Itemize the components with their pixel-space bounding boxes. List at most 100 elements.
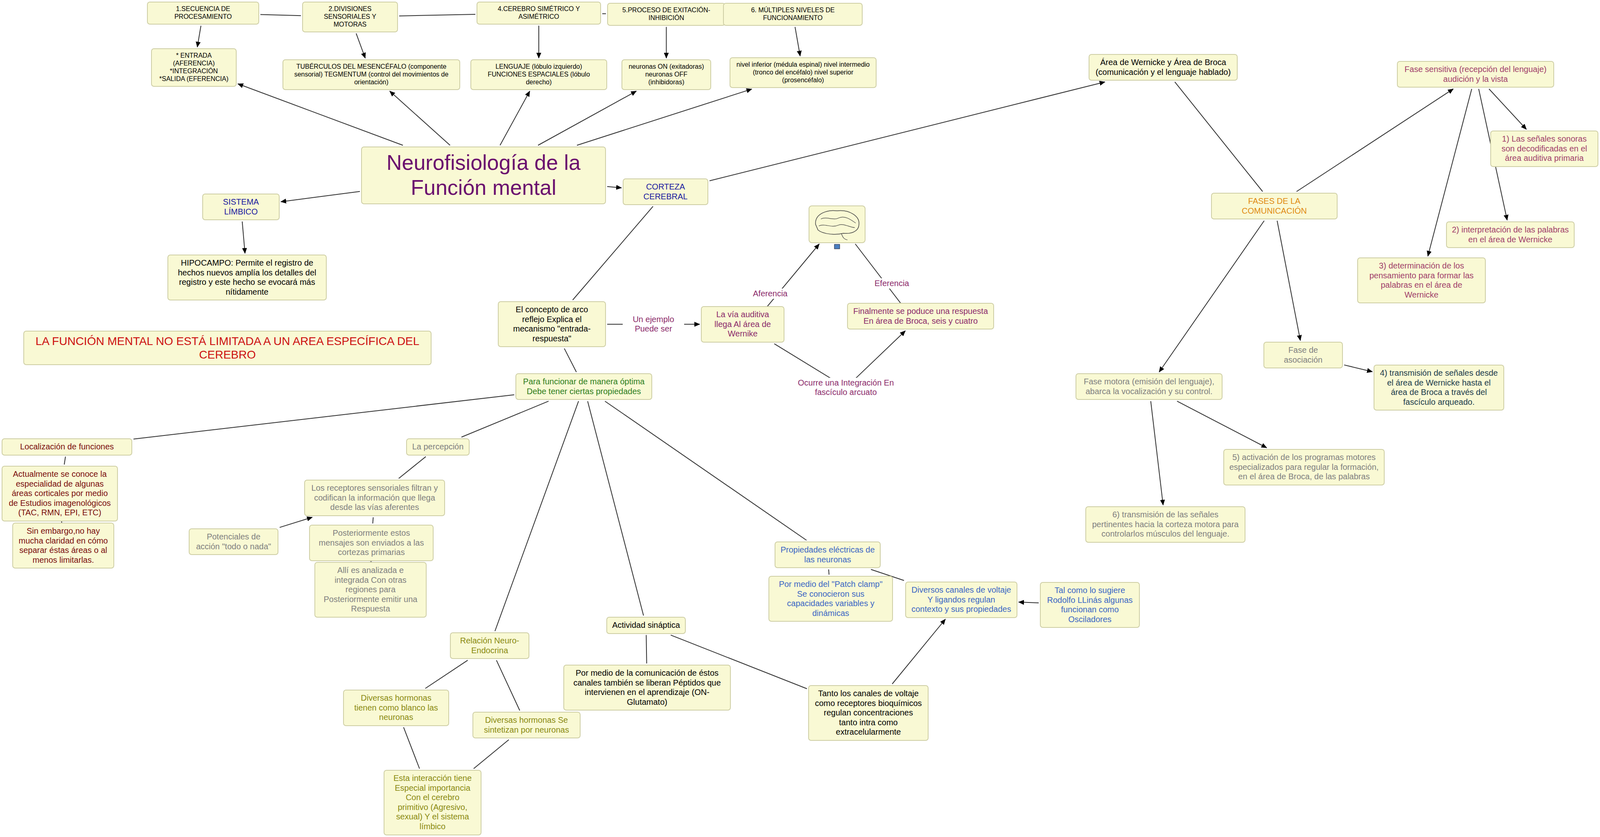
connector (403, 727, 420, 769)
concept-box: Para funcionar de manera óptima Debe ten… (515, 373, 653, 400)
concept-text: Tal como lo sugiere Rodolfo LLinás algun… (1045, 585, 1135, 625)
concept-box: Potenciales de acción "todo o nada" (188, 528, 279, 556)
concept-text: 2.DIVISIONES SENSORIALES Y MOTORAS (307, 5, 393, 29)
connector (260, 14, 301, 16)
link-label: Aferencia (751, 288, 790, 299)
connector (1296, 88, 1454, 192)
concept-text: FASES DE LA COMUNICACIÓN (1216, 196, 1332, 216)
connector (425, 660, 468, 689)
connector (499, 91, 530, 146)
concept-box: 6. MÚLTIPLES NIVELES DE FUNCIONAMIENTO (723, 2, 863, 26)
concept-text: Relación Neuro-Endocrina (455, 636, 524, 656)
concept-text: Fase motora (emisión del lenguaje), abar… (1081, 377, 1217, 397)
concept-box: Por medio del "Patch clamp" Se conociero… (768, 576, 893, 622)
concept-text: Esta interacción tiene Especial importan… (389, 773, 476, 832)
connector (666, 27, 667, 59)
concept-box: 2) interpretación de las palabras en el … (1446, 221, 1575, 249)
concept-box: FASES DE LA COMUNICACIÓN (1211, 192, 1338, 220)
brain-illustration (809, 205, 866, 249)
concept-text: Diversos canales de voltaje Y ligandos r… (910, 585, 1012, 615)
connector (64, 456, 66, 465)
concept-text: 6) transmisión de las señales pertinente… (1091, 510, 1240, 540)
connector (461, 401, 549, 438)
concept-text: 6. MÚLTIPLES NIVELES DE FUNCIONAMIENTO (728, 6, 857, 23)
concept-box: Allí es analizada e integrada Con otras … (314, 562, 427, 618)
connector (197, 25, 202, 48)
concept-text: 3) determinación de los pensamiento para… (1362, 261, 1481, 300)
connector (538, 25, 540, 59)
concept-box: 5) activación de los programas motores e… (1223, 449, 1385, 486)
concept-text: Neurofisiología de la Función mental (366, 150, 601, 201)
connector (795, 27, 801, 57)
connector (537, 91, 637, 146)
concept-box: La percepción (406, 438, 470, 456)
concept-box: La vía auditiva llega Al área de Wernike (700, 306, 785, 343)
concept-box: Fase sensitiva (recepción del lenguaje) … (1396, 61, 1555, 88)
concept-box: nivel inferior (médula espinal) nivel in… (729, 57, 877, 89)
concept-text: Localización de funciones (7, 442, 127, 452)
link-label: Eferencia (872, 278, 911, 289)
concept-text: Por medio de la comunicación de éstos ca… (569, 668, 726, 708)
concept-text: Los receptores sensoriales filtran y cod… (309, 483, 440, 513)
connector (279, 517, 313, 528)
concept-box: HIPOCAMPO: Permite el registro de hechos… (167, 254, 327, 301)
concept-text: Allí es analizada e integrada Con otras … (320, 565, 421, 615)
connector (1175, 81, 1264, 192)
concept-box: 3) determinación de los pensamiento para… (1357, 257, 1486, 304)
connector (1150, 401, 1164, 506)
concept-box: Relación Neuro-Endocrina (449, 632, 530, 660)
connector (494, 401, 579, 632)
concept-text: Potenciales de acción "todo o nada" (194, 532, 273, 552)
concept-text: 4) transmisión de señales desde el área … (1379, 368, 1499, 407)
concept-text: Actualmente se conoce la especialidad de… (7, 469, 113, 518)
concept-box: TUBÉRCULOS DEL MESENCÉFALO (componente s… (282, 59, 461, 91)
connector (473, 739, 509, 769)
concept-text: 4.CEREBRO SIMÉTRICO Y ASIMÉTRICO (482, 5, 596, 21)
concept-box: 4) transmisión de señales desde el área … (1373, 364, 1505, 411)
connector (280, 191, 360, 202)
concept-text: Actividad sináptica (612, 620, 681, 631)
concept-box: Fase de asociación (1263, 341, 1343, 369)
edge-label: Ocurre una Integración En fascículo arcu… (794, 377, 898, 398)
concept-box: Diversos canales de voltaje Y ligandos r… (905, 581, 1018, 619)
concept-text: Posteriormente estos mensajes son enviad… (314, 528, 428, 558)
concept-box: Fase motora (emisión del lenguaje), abar… (1075, 373, 1223, 400)
connector (242, 221, 246, 254)
concept-text: Fase de asociación (1269, 345, 1338, 365)
concept-text: nivel inferior (médula espinal) nivel in… (735, 61, 871, 85)
connector (133, 394, 515, 439)
concept-text: 5.PROCESO DE EXITACIÓN-INHIBICIÓN (612, 6, 720, 23)
connector (1489, 88, 1527, 130)
concept-text: Propiedades eléctricas de las neuronas (780, 545, 875, 565)
connector (237, 83, 403, 146)
concept-box: Localización de funciones (1, 438, 133, 456)
concept-box: 1) Las señales sonoras son decodificadas… (1490, 130, 1599, 168)
concept-text: HIPOCAMPO: Permite el registro de hechos… (173, 258, 321, 297)
concept-text: CORTEZA CEREBRAL (628, 182, 703, 202)
connector (1177, 401, 1267, 448)
concept-box: 6) transmisión de las señales pertinente… (1085, 506, 1246, 543)
connector (496, 660, 520, 711)
concept-box: 4.CEREBRO SIMÉTRICO Y ASIMÉTRICO (476, 1, 602, 25)
concept-box: Área de Wernicke y Área de Broca (comuni… (1088, 54, 1238, 81)
concept-box: LA FUNCIÓN MENTAL NO ESTÁ LIMITADA A UN … (23, 330, 432, 366)
concept-box: Esta interacción tiene Especial importan… (383, 770, 482, 836)
connector (828, 569, 830, 575)
connector (646, 635, 647, 664)
concept-box: Finalmente se poduce una respuesta En ár… (847, 302, 995, 330)
concept-box: * ENTRADA (AFERENCIA) *INTEGRACIÓN *SALI… (151, 48, 237, 87)
concept-text: TUBÉRCULOS DEL MESENCÉFALO (componente s… (288, 63, 455, 87)
concept-text: Área de Wernicke y Área de Broca (comuni… (1094, 57, 1232, 77)
concept-text: SISTEMA LÍMBICO (207, 197, 274, 217)
concept-text: * ENTRADA (AFERENCIA) *INTEGRACIÓN *SALI… (156, 51, 231, 84)
edge-label: Un ejemplo Puede ser (622, 314, 685, 335)
concept-box: LENGUAJE (lóbulo izquierdo) FUNCIONES ES… (470, 59, 608, 91)
connector (356, 33, 366, 59)
central-concept: Neurofisiología de la Función mental (361, 146, 606, 205)
concept-box: 2.DIVISIONES SENSORIALES Y MOTORAS (302, 1, 398, 33)
concept-text: La vía auditiva llega Al área de Wernike (706, 309, 779, 339)
connector (399, 14, 476, 16)
concept-box: neuronas ON (exitadoras) neuronas OFF (i… (621, 59, 712, 91)
concept-text: 5) activación de los programas motores e… (1229, 452, 1379, 482)
